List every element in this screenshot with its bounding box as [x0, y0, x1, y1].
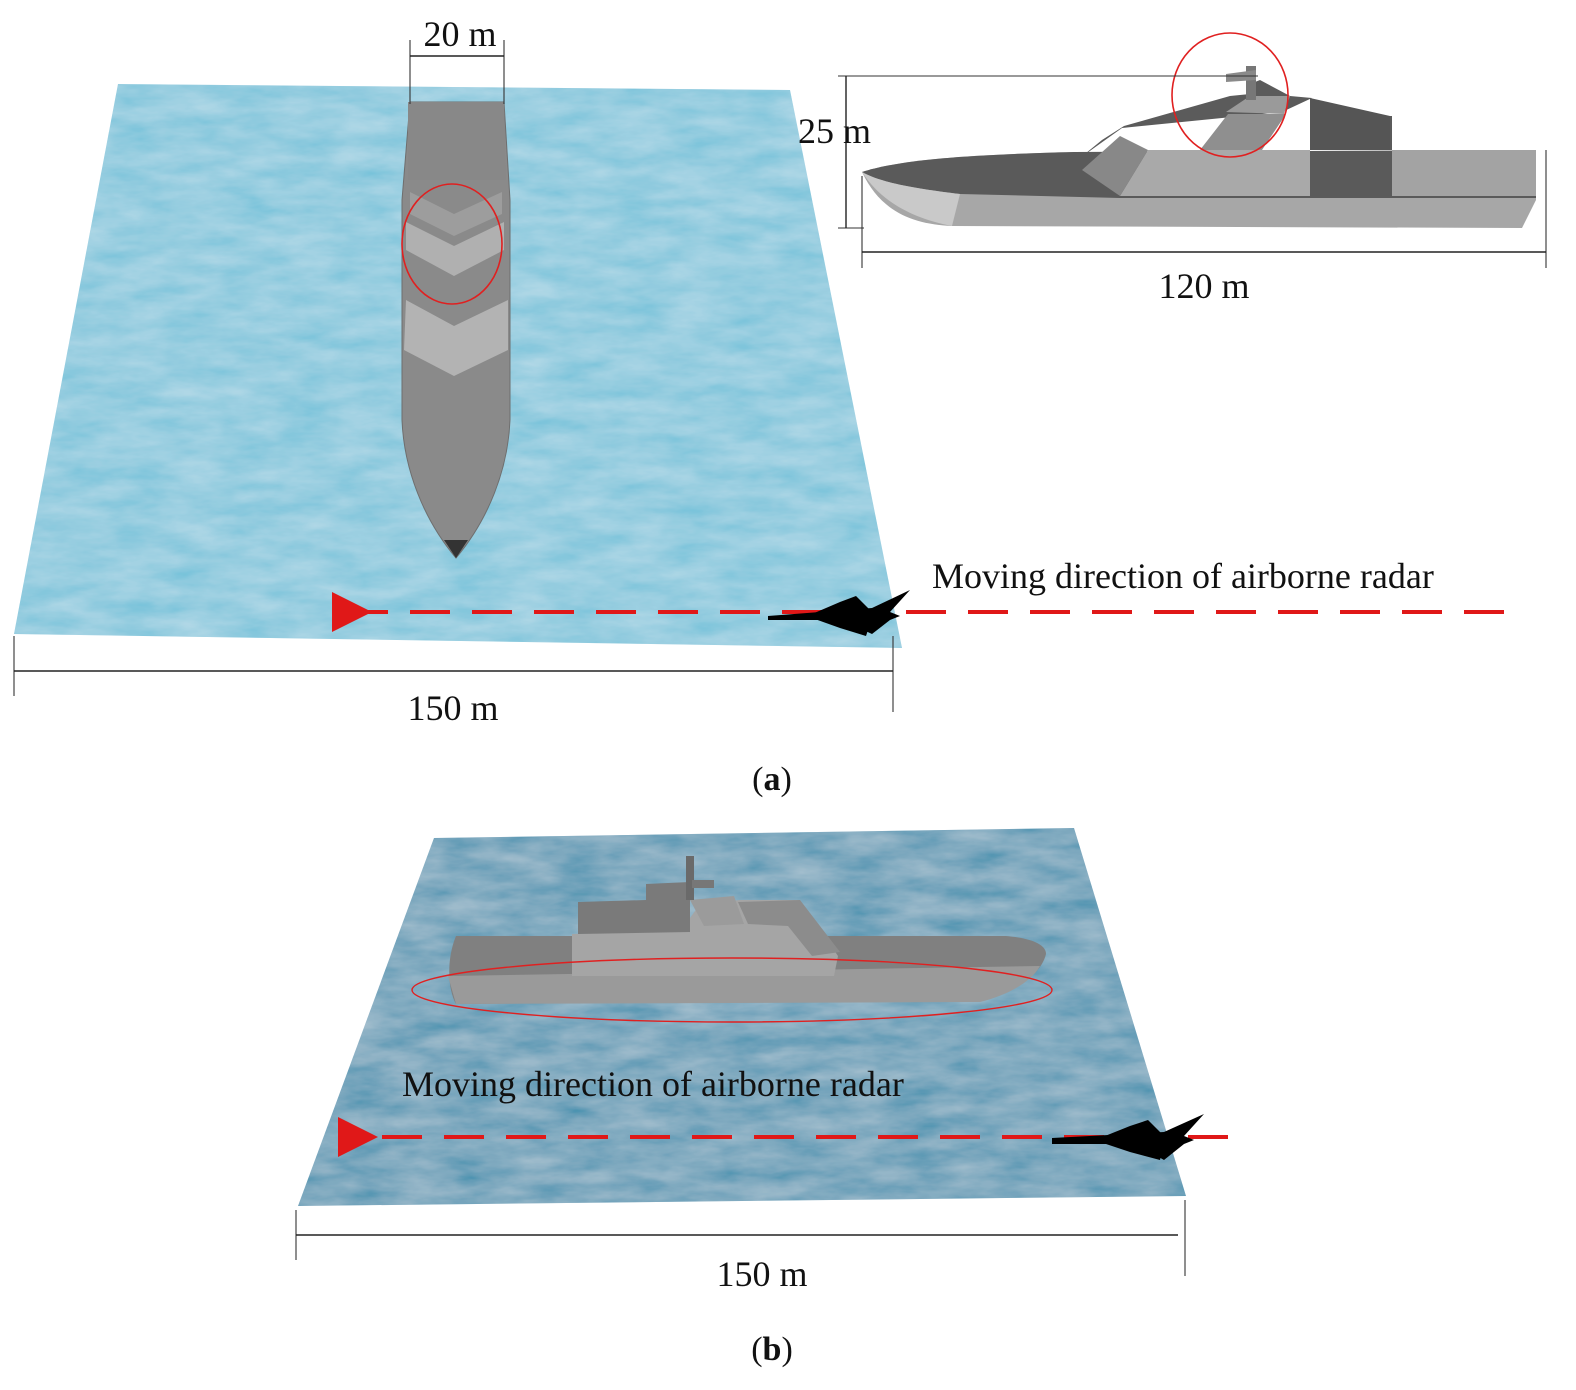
dimension-label-25m: 25 m — [798, 111, 871, 151]
radar-label-a: Moving direction of airborne radar — [932, 556, 1434, 596]
ship-side-view — [862, 66, 1536, 228]
highlight-circle-side — [1171, 32, 1289, 158]
panel-a: 20 m 150 m Moving direction of airborne … — [13, 14, 1547, 798]
dimension-150m-b: 150 m — [295, 1200, 1186, 1294]
dimension-150m-a: 150 m — [13, 636, 894, 728]
dimension-20m: 20 m — [409, 14, 505, 104]
ship-perspective-view — [448, 856, 1047, 1004]
dimension-label-20m: 20 m — [423, 14, 496, 54]
radar-label-b: Moving direction of airborne radar — [402, 1064, 904, 1104]
aircraft-icon-a — [768, 590, 910, 636]
caption-b: (b) — [751, 1331, 793, 1368]
panel-b: Moving direction of airborne radar 150 m… — [295, 828, 1228, 1368]
caption-a: (a) — [752, 761, 792, 798]
sea-plane-b — [298, 828, 1186, 1206]
highlight-circle-top — [401, 183, 503, 305]
dimension-label-150m-a: 150 m — [407, 688, 498, 728]
highlight-ellipse-b — [411, 957, 1053, 1023]
aircraft-icon-b — [1052, 1114, 1204, 1160]
dimension-label-120m: 120 m — [1158, 266, 1249, 306]
dimension-120m: 120 m — [861, 150, 1547, 306]
ship-top-view — [401, 101, 511, 559]
dimension-label-150m-b: 150 m — [716, 1254, 807, 1294]
dimension-25m: 25 m — [798, 75, 1258, 229]
